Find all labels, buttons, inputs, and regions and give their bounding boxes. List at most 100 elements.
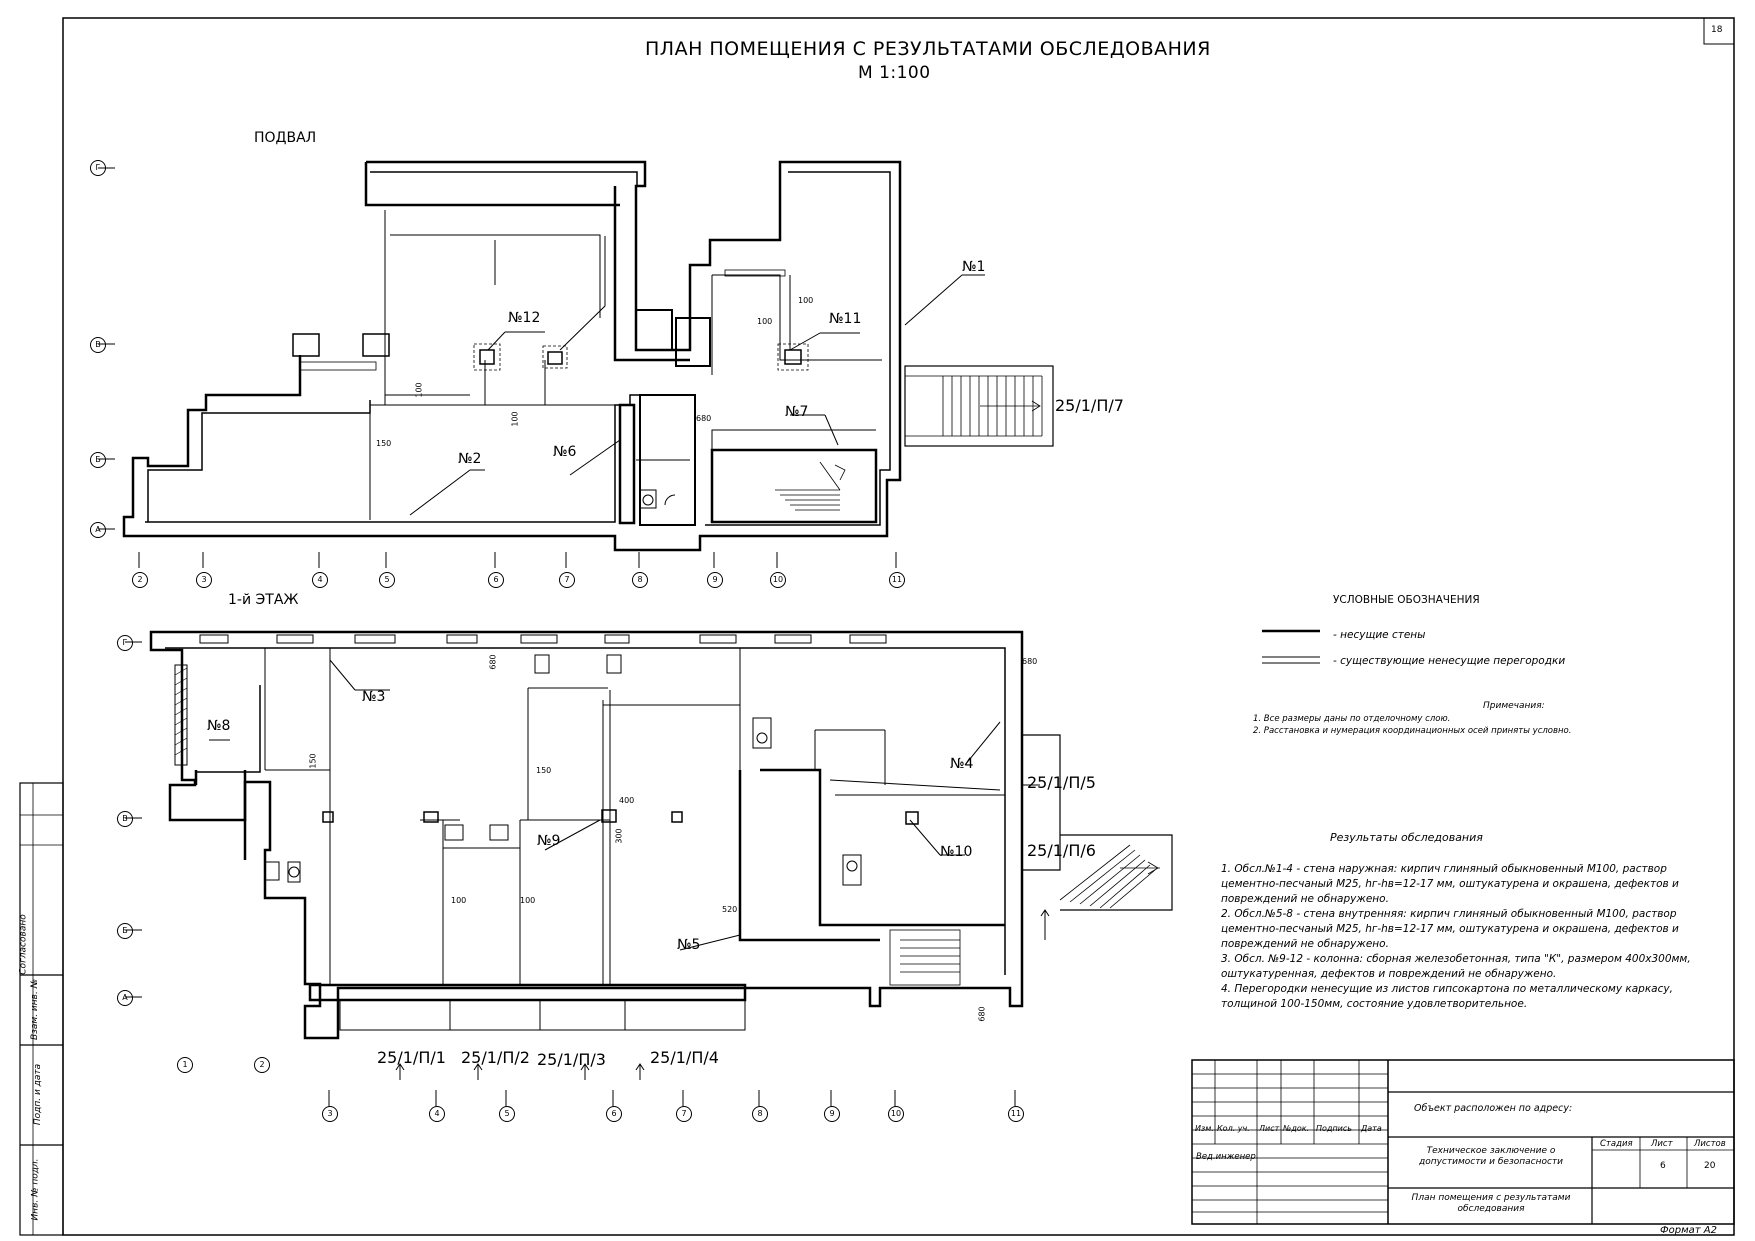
tb-sheet-title: План помещения с результатами обследован…: [1411, 1193, 1571, 1214]
axis-5-basement: 5: [379, 572, 395, 588]
floor1-label: 1-й ЭТАЖ: [228, 592, 299, 608]
scale-label: М 1:100: [858, 63, 931, 83]
axis-10-floor1: 10: [888, 1106, 904, 1122]
axis-b-floor1: Б: [117, 923, 133, 939]
axis-2-basement: 2: [132, 572, 148, 588]
axis-6-floor1: 6: [606, 1106, 622, 1122]
axis-3-basement: 3: [196, 572, 212, 588]
format-label: Формат А2: [1660, 1225, 1717, 1236]
legend-partitions: - существующие ненесущие перегородки: [1333, 655, 1566, 667]
dim-680: 680: [696, 414, 712, 423]
tb-stage-label: Стадия: [1600, 1139, 1633, 1149]
axis-b-basement: Б: [90, 452, 106, 468]
stamp-sign-date: Подп. и дата: [33, 1063, 44, 1126]
tb-header-ndok: №док.: [1283, 1124, 1310, 1133]
photo-7: 25/1/П/7: [1055, 396, 1124, 415]
axis-6-basement: 6: [488, 572, 504, 588]
dim-680-b: 680: [1022, 657, 1038, 666]
axis-7-floor1: 7: [676, 1106, 692, 1122]
tag-n7: №7: [785, 404, 809, 420]
tb-sheet-label: Лист: [1651, 1139, 1673, 1149]
axis-9-basement: 9: [707, 572, 723, 588]
axis-7-basement: 7: [559, 572, 575, 588]
tb-header-data: Дата: [1361, 1124, 1382, 1133]
dim-100-b: 100: [757, 317, 773, 326]
axis-11-basement: 11: [889, 572, 905, 588]
tag-n8: №8: [207, 718, 231, 734]
tag-n1: №1: [962, 259, 986, 275]
tag-n6: №6: [553, 444, 577, 460]
photo-3: 25/1/П/3: [537, 1050, 606, 1069]
axis-9-floor1: 9: [824, 1106, 840, 1122]
tb-doc-title: Техническое заключение о допустимости и …: [1418, 1146, 1564, 1167]
axis-g-basement: Г: [90, 160, 106, 176]
tb-role: Вед.инженер: [1196, 1152, 1256, 1162]
photo-6: 25/1/П/6: [1027, 841, 1096, 860]
tb-sheets-label: Листов: [1694, 1139, 1726, 1149]
photo-1: 25/1/П/1: [377, 1048, 446, 1067]
dim-150: 150: [376, 439, 392, 448]
stamp-inv-replace: Взам. инв. №: [30, 978, 41, 1041]
stamp-agreed: Согласовано: [18, 914, 29, 975]
dim-520: 520: [722, 905, 738, 914]
results-line: повреждений не обнаружено.: [1221, 893, 1389, 905]
tb-header-kol: Кол. уч.: [1217, 1124, 1250, 1133]
photo-2: 25/1/П/2: [461, 1048, 530, 1067]
axis-11-floor1: 11: [1008, 1106, 1024, 1122]
results-line: толщиной 100-150мм, состояние удовлетвор…: [1221, 998, 1528, 1010]
tb-header-list: Лист: [1259, 1124, 1280, 1133]
tag-n10: №10: [940, 844, 973, 860]
tb-address-label: Объект расположен по адресу:: [1414, 1103, 1573, 1114]
axis-g-floor1: Г: [117, 635, 133, 651]
results-line: повреждений не обнаружено.: [1221, 938, 1389, 950]
axis-2-floor1: 2: [254, 1057, 270, 1073]
tag-n12: №12: [508, 310, 541, 326]
photo-4: 25/1/П/4: [650, 1048, 719, 1067]
axis-8-floor1: 8: [752, 1106, 768, 1122]
page-title: ПЛАН ПОМЕЩЕНИЯ С РЕЗУЛЬТАТАМИ ОБСЛЕДОВАН…: [645, 38, 1211, 60]
results-line: цементно-песчаный М25, hг-hв=12-17 мм, о…: [1221, 923, 1679, 935]
tag-n4: №4: [950, 756, 974, 772]
tb-sheet-value: 6: [1660, 1161, 1666, 1171]
photo-5: 25/1/П/5: [1027, 773, 1096, 792]
axis-v-basement: В: [90, 337, 106, 353]
legend-bearing: - несущие стены: [1333, 629, 1426, 641]
axis-5-floor1: 5: [499, 1106, 515, 1122]
dim-400: 400: [619, 796, 635, 805]
axis-a-floor1: А: [117, 990, 133, 1006]
results-line: 2. Обсл.№5-8 - стена внутренняя: кирпич …: [1221, 908, 1677, 920]
results-line: 4. Перегородки ненесущие из листов гипсо…: [1221, 983, 1673, 995]
results-line: 3. Обсл. №9-12 - колонна: сборная железо…: [1221, 953, 1691, 965]
dim-100-fa: 100: [451, 896, 467, 905]
notes-item-1: 1. Все размеры даны по отделочному слою.: [1253, 714, 1451, 724]
tag-n9: №9: [537, 833, 561, 849]
axis-10-basement: 10: [770, 572, 786, 588]
tag-n2: №2: [458, 451, 482, 467]
tb-sheets-value: 20: [1704, 1161, 1716, 1171]
axis-4-basement: 4: [312, 572, 328, 588]
axis-4-floor1: 4: [429, 1106, 445, 1122]
sheet-number: 18: [1711, 25, 1723, 35]
results-text: 1. Обсл.№1-4 - стена наружная: кирпич гл…: [1221, 862, 1691, 1012]
tag-n3: №3: [362, 689, 386, 705]
axis-3-floor1: 3: [322, 1106, 338, 1122]
results-line: оштукатуренная, дефектов и повреждений н…: [1221, 968, 1557, 980]
tb-header-izm: Изм.: [1195, 1124, 1214, 1133]
dim-150-b: 150: [536, 766, 552, 775]
dim-100-fb: 100: [520, 896, 536, 905]
results-line: цементно-песчаный М25, hг-hв=12-17 мм, о…: [1221, 878, 1679, 890]
tb-header-podpis: Подпись: [1316, 1124, 1352, 1133]
axis-8-basement: 8: [632, 572, 648, 588]
results-title: Результаты обследования: [1330, 831, 1483, 844]
dim-100-a: 100: [798, 296, 814, 305]
basement-label: ПОДВАЛ: [254, 130, 317, 146]
axis-1-floor1: 1: [177, 1057, 193, 1073]
axis-a-basement: А: [90, 522, 106, 538]
notes-item-2: 2. Расстановка и нумерация координационн…: [1253, 726, 1572, 736]
notes-title: Примечания:: [1483, 701, 1545, 711]
